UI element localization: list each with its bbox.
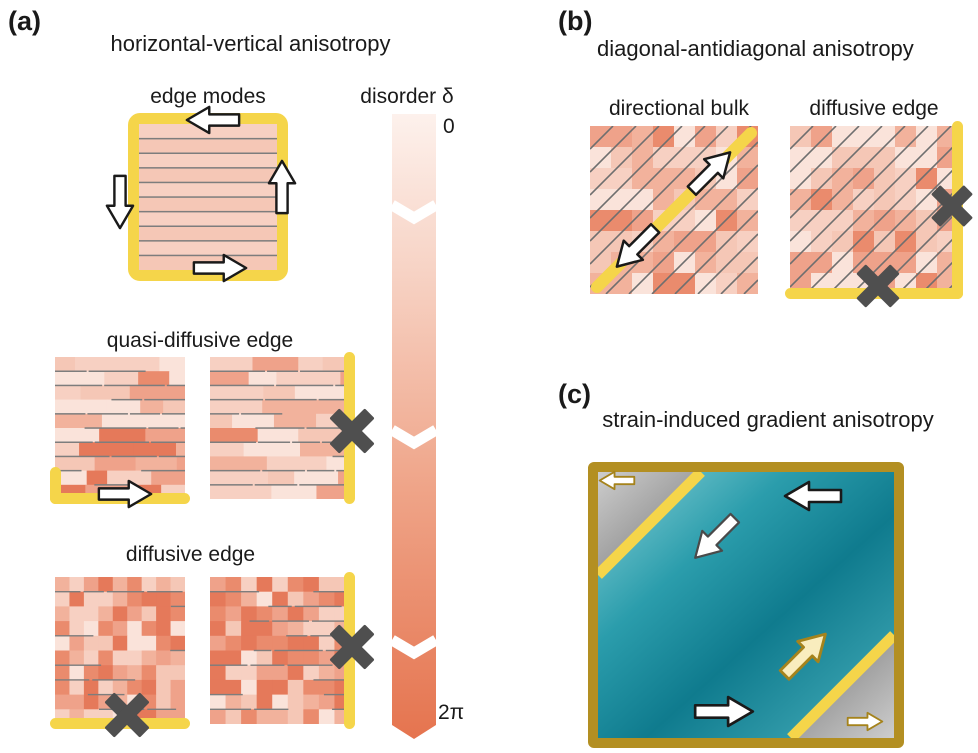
arrow-up-icon	[266, 159, 298, 215]
blocked-x-icon	[325, 404, 379, 458]
disorder-max-label: 2π	[438, 701, 465, 724]
diagonal-lattice-left	[590, 126, 758, 294]
small-arrow-right-icon	[845, 711, 885, 732]
strain-gradient-box	[588, 462, 904, 748]
panel-b-title: diagonal-antidiagonal anisotropy	[597, 36, 914, 61]
panel-b-tag: (b)	[558, 6, 593, 36]
disorder-gradient-bar	[392, 114, 436, 739]
panel-a-title: horizontal-vertical anisotropy	[110, 31, 391, 56]
arrow-down-icon	[104, 174, 136, 230]
blocked-x-icon	[927, 181, 977, 231]
blocked-x-icon	[852, 260, 904, 312]
small-arrow-left-icon	[597, 470, 637, 491]
directional-bulk-label: directional bulk	[608, 97, 750, 120]
disorder-min-label: 0	[443, 115, 455, 138]
edge-modes-label: edge modes	[150, 85, 266, 108]
panel-a-tag: (a)	[8, 6, 41, 36]
arrow-right-icon	[97, 478, 153, 510]
arrow-left-icon	[782, 479, 844, 513]
blocked-x-icon	[325, 620, 379, 674]
quasi-diffusive-label: quasi-diffusive edge	[106, 329, 294, 352]
panel-c-title: strain-induced gradient anisotropy	[602, 407, 934, 432]
diffusive-label-a: diffusive edge	[125, 543, 256, 566]
panel-c-tag: (c)	[558, 379, 591, 409]
arrow-left-icon	[185, 104, 241, 136]
diffusive-edge-label-b: diffusive edge	[809, 97, 939, 120]
yellow-left-edge	[50, 467, 61, 504]
arrow-right-icon	[692, 694, 756, 729]
disorder-label: disorder δ	[360, 85, 454, 108]
diagonal-left-pattern	[590, 126, 758, 294]
edge-modes-pattern	[139, 124, 277, 270]
blocked-x-icon	[100, 688, 154, 742]
arrow-right-icon	[192, 252, 248, 284]
strain-gradient-pattern	[598, 472, 894, 738]
